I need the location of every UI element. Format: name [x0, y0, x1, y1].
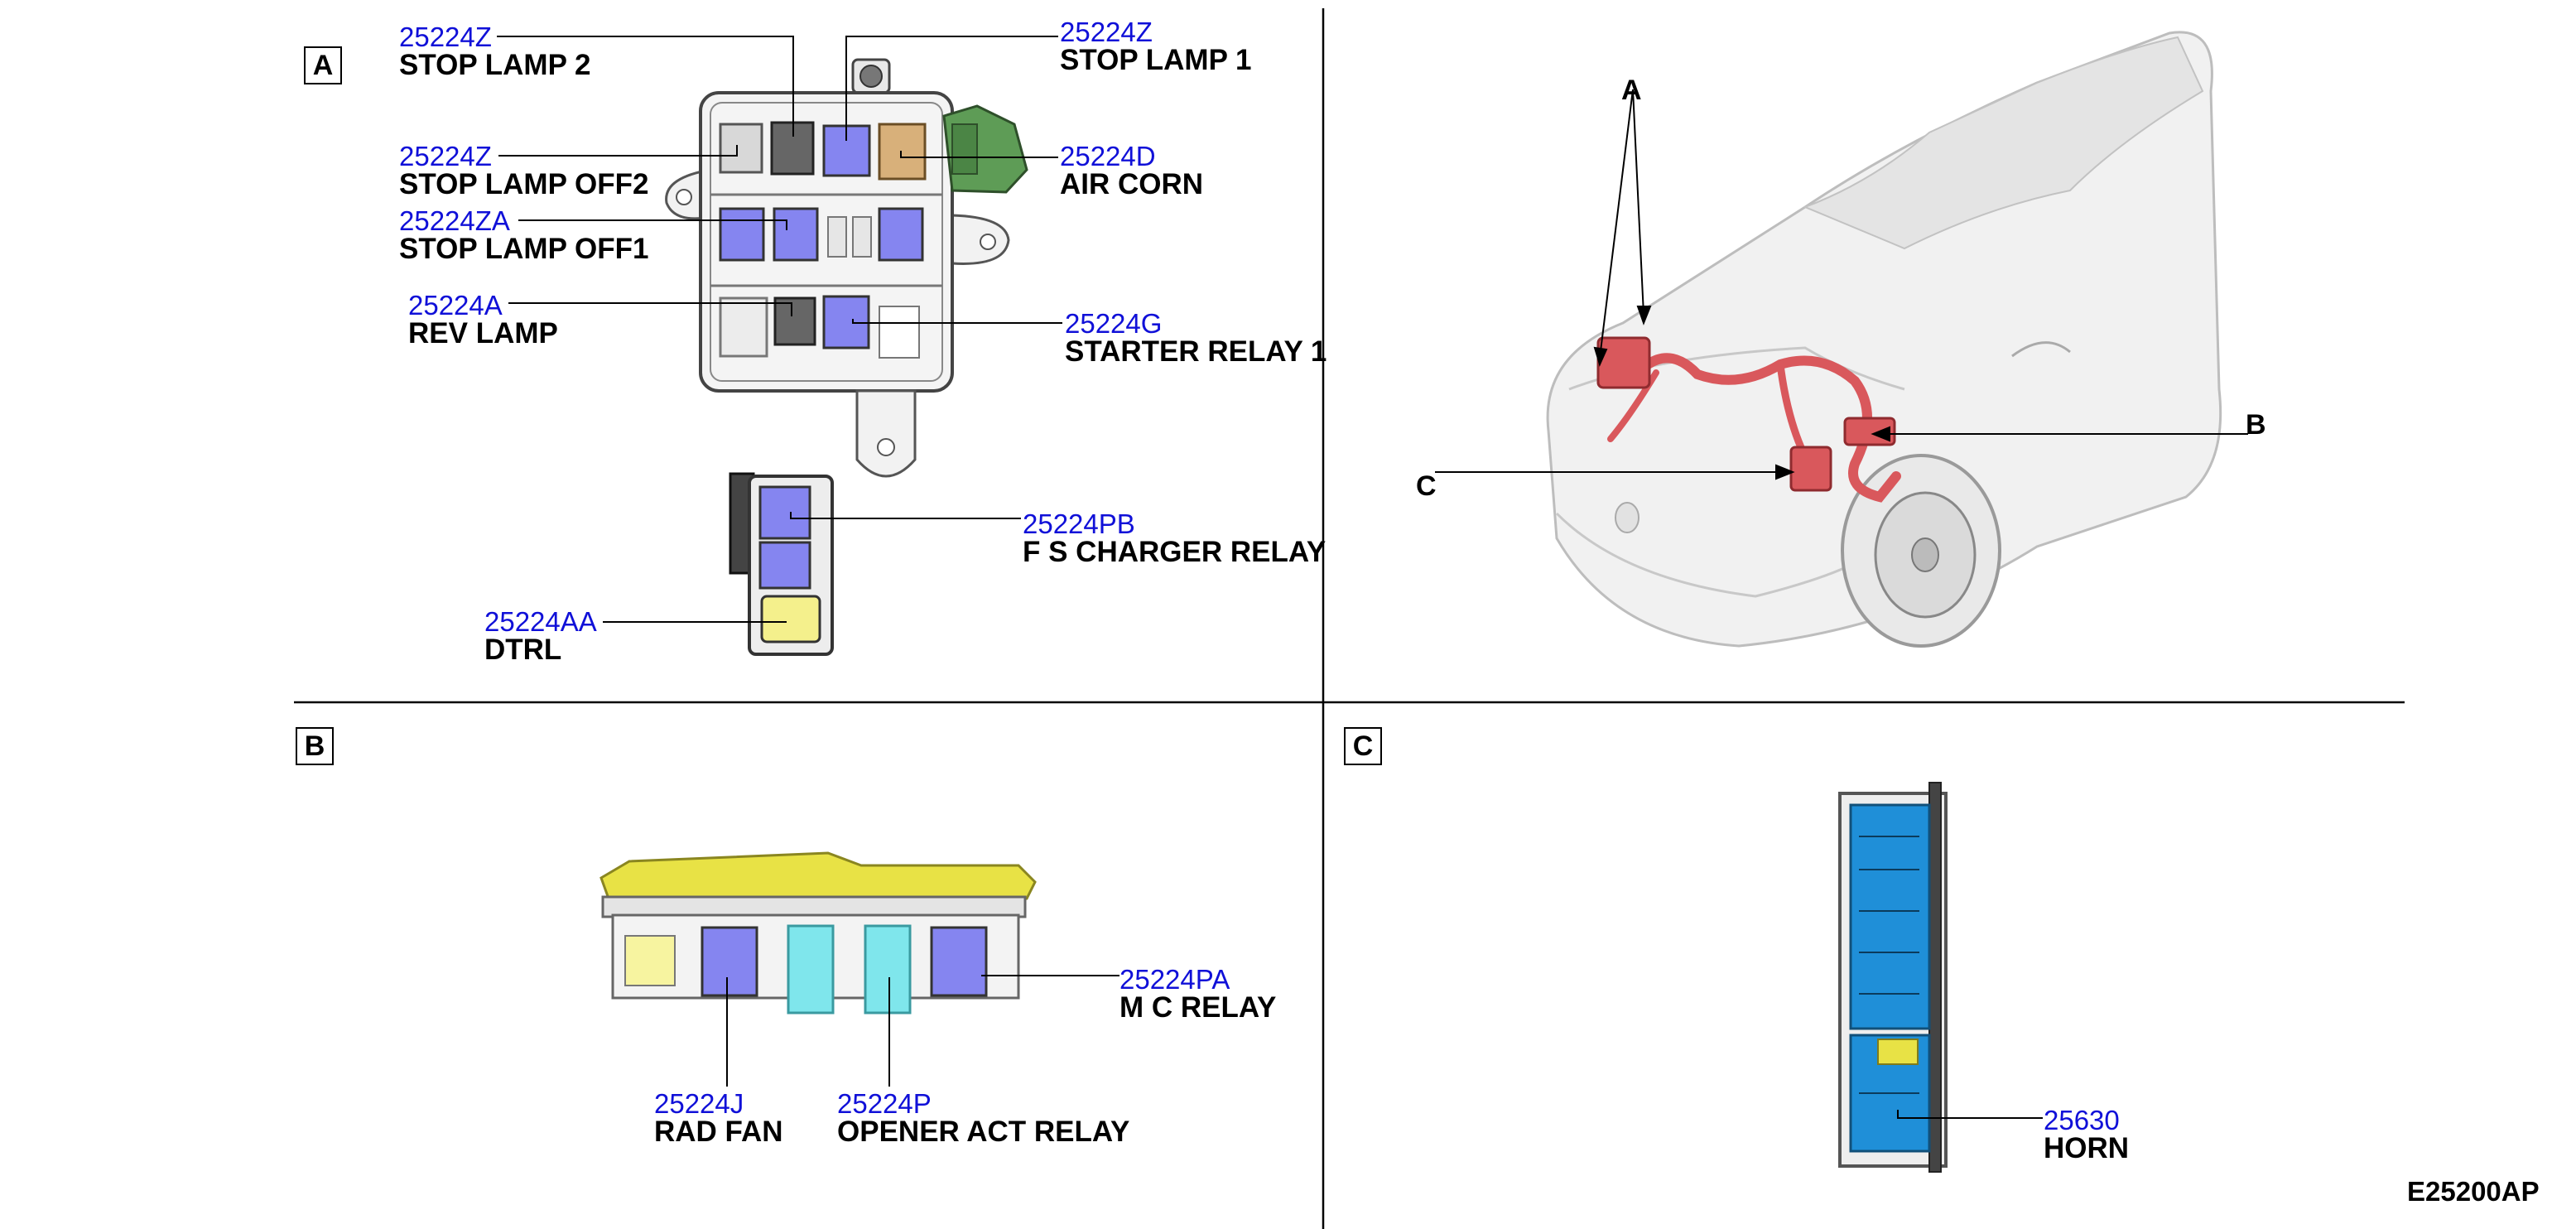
part-number: 25224ZA — [399, 205, 510, 236]
part-name: RAD FAN — [654, 1116, 783, 1148]
part-name: REV LAMP — [408, 317, 558, 349]
callout-stop-lamp-off2: 25224Z STOP LAMP OFF2 — [399, 142, 648, 199]
callout-rev-lamp: 25224A REV LAMP — [408, 292, 558, 348]
callout-stop-lamp-2: 25224Z STOP LAMP 2 — [399, 23, 590, 80]
part-name: STOP LAMP OFF2 — [399, 168, 649, 200]
leaders-b — [726, 975, 1119, 1087]
part-name: DTRL — [484, 634, 562, 666]
panel-dividers — [294, 8, 2405, 1229]
vehicle-pointer-a: A — [1621, 75, 1642, 106]
part-number: 25224AA — [484, 606, 597, 637]
part-number: 25224P — [837, 1088, 932, 1119]
part-number: 25224D — [1060, 141, 1156, 171]
part-name: F S CHARGER RELAY — [1023, 536, 1327, 568]
part-name: STOP LAMP 2 — [399, 49, 591, 81]
vehicle-pointer-c: C — [1416, 470, 1437, 502]
part-number: 25224Z — [1060, 17, 1153, 47]
panel-label-c: C — [1344, 727, 1382, 765]
part-name: OPENER ACT RELAY — [837, 1116, 1130, 1148]
part-number: 25224J — [654, 1088, 744, 1119]
callout-rad-fan: 25224J RAD FAN — [654, 1090, 783, 1146]
part-number: 25224A — [408, 290, 503, 321]
figure-id: E25200AP — [2407, 1176, 2540, 1207]
panel-label-a: A — [304, 46, 342, 84]
leaders-a — [497, 36, 1062, 623]
callout-mc-relay: 25224PA M C RELAY — [1119, 966, 1276, 1022]
part-name: STOP LAMP 1 — [1060, 44, 1252, 76]
vehicle-illustration — [1435, 31, 2248, 648]
callout-starter-relay-1: 25224G STARTER RELAY 1 — [1065, 310, 1327, 366]
part-number: 25630 — [2044, 1105, 2120, 1135]
callout-stop-lamp-off1: 25224ZA STOP LAMP OFF1 — [399, 207, 648, 263]
callout-horn: 25630 HORN — [2044, 1106, 2129, 1163]
part-name: STARTER RELAY 1 — [1065, 335, 1327, 368]
relay-box-a — [665, 58, 1028, 478]
relay-block-b — [599, 851, 1037, 1015]
part-number: 25224Z — [399, 141, 492, 171]
leaders-c — [1897, 1110, 2043, 1119]
part-number: 25224Z — [399, 22, 492, 52]
part-number: 25224PB — [1023, 508, 1135, 539]
callout-dtrl: 25224AA DTRL — [484, 608, 597, 664]
vehicle-pointer-b: B — [2246, 409, 2266, 441]
callout-stop-lamp-1: 25224Z STOP LAMP 1 — [1060, 18, 1251, 75]
part-name: M C RELAY — [1119, 991, 1277, 1024]
part-number: 25224G — [1065, 308, 1163, 339]
relay-holder-a2 — [729, 472, 834, 656]
part-name: AIR CORN — [1060, 168, 1204, 200]
part-name: STOP LAMP OFF1 — [399, 233, 649, 265]
part-number: 25224PA — [1119, 964, 1230, 995]
module-c — [1838, 782, 1948, 1173]
callout-air-corn: 25224D AIR CORN — [1060, 142, 1203, 199]
part-name: HORN — [2044, 1132, 2130, 1164]
panel-label-b: B — [296, 727, 334, 765]
callout-fs-charger-relay: 25224PB F S CHARGER RELAY — [1023, 510, 1326, 566]
callout-opener-act-relay: 25224P OPENER ACT RELAY — [837, 1090, 1129, 1146]
